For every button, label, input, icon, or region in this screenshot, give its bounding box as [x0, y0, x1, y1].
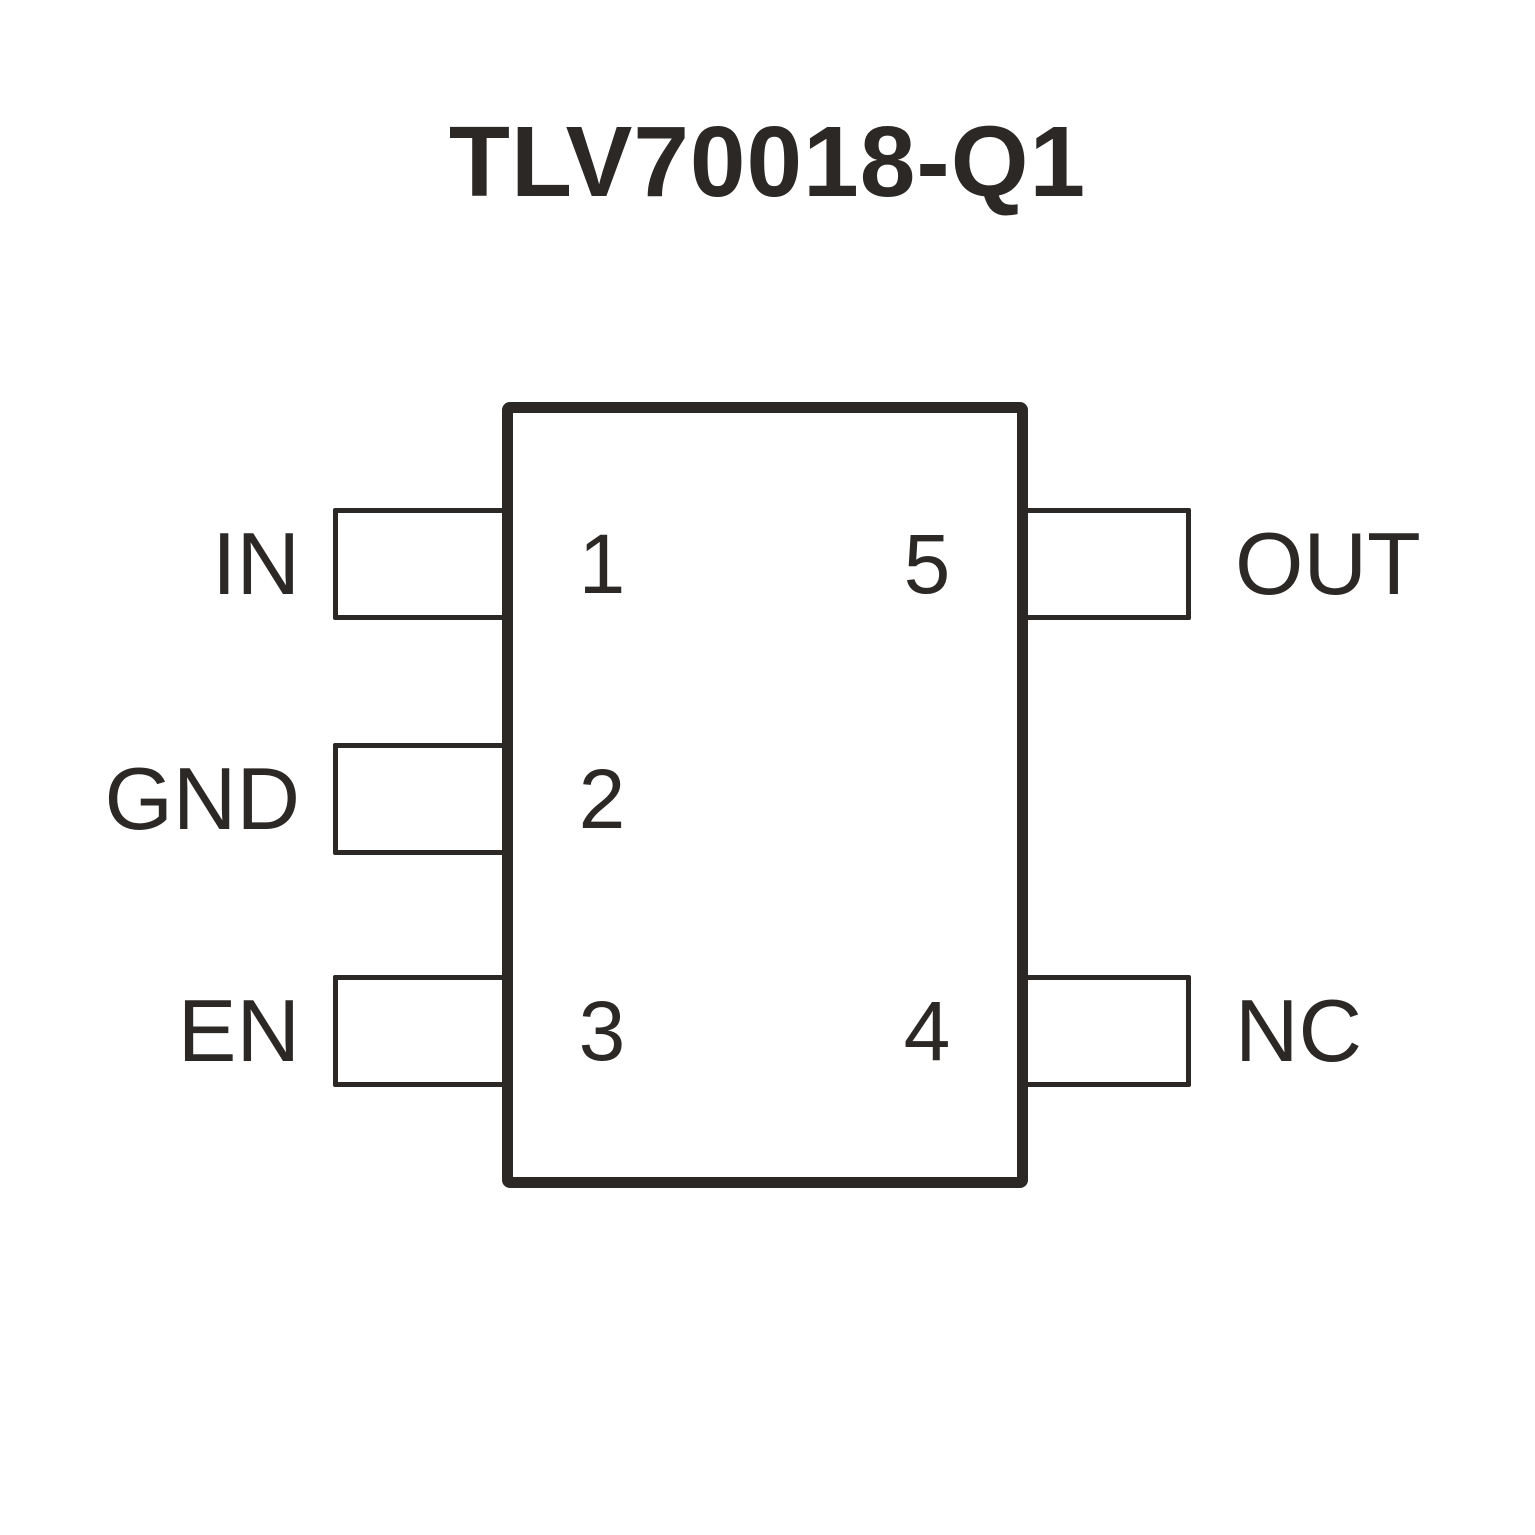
pin-number-5: 5	[903, 517, 951, 611]
pin-box-en	[333, 975, 511, 1087]
pin-label-gnd: GND	[104, 749, 300, 848]
pin-label-in: IN	[212, 514, 300, 613]
pin-box-gnd	[333, 743, 511, 855]
pin-number-1: 1	[578, 517, 626, 611]
pin-label-out: OUT	[1235, 514, 1421, 613]
pin-label-nc: NC	[1235, 981, 1363, 1080]
page-title: TLV70018-Q1	[448, 106, 1087, 218]
pin-number-3: 3	[578, 984, 626, 1078]
pin-box-out	[1019, 508, 1191, 620]
pin-box-nc	[1019, 975, 1191, 1087]
pin-label-en: EN	[177, 981, 300, 1080]
pin-box-in	[333, 508, 511, 620]
chip-body-outline	[502, 402, 1028, 1188]
pin-number-4: 4	[903, 984, 951, 1078]
pin-number-2: 2	[578, 752, 626, 846]
